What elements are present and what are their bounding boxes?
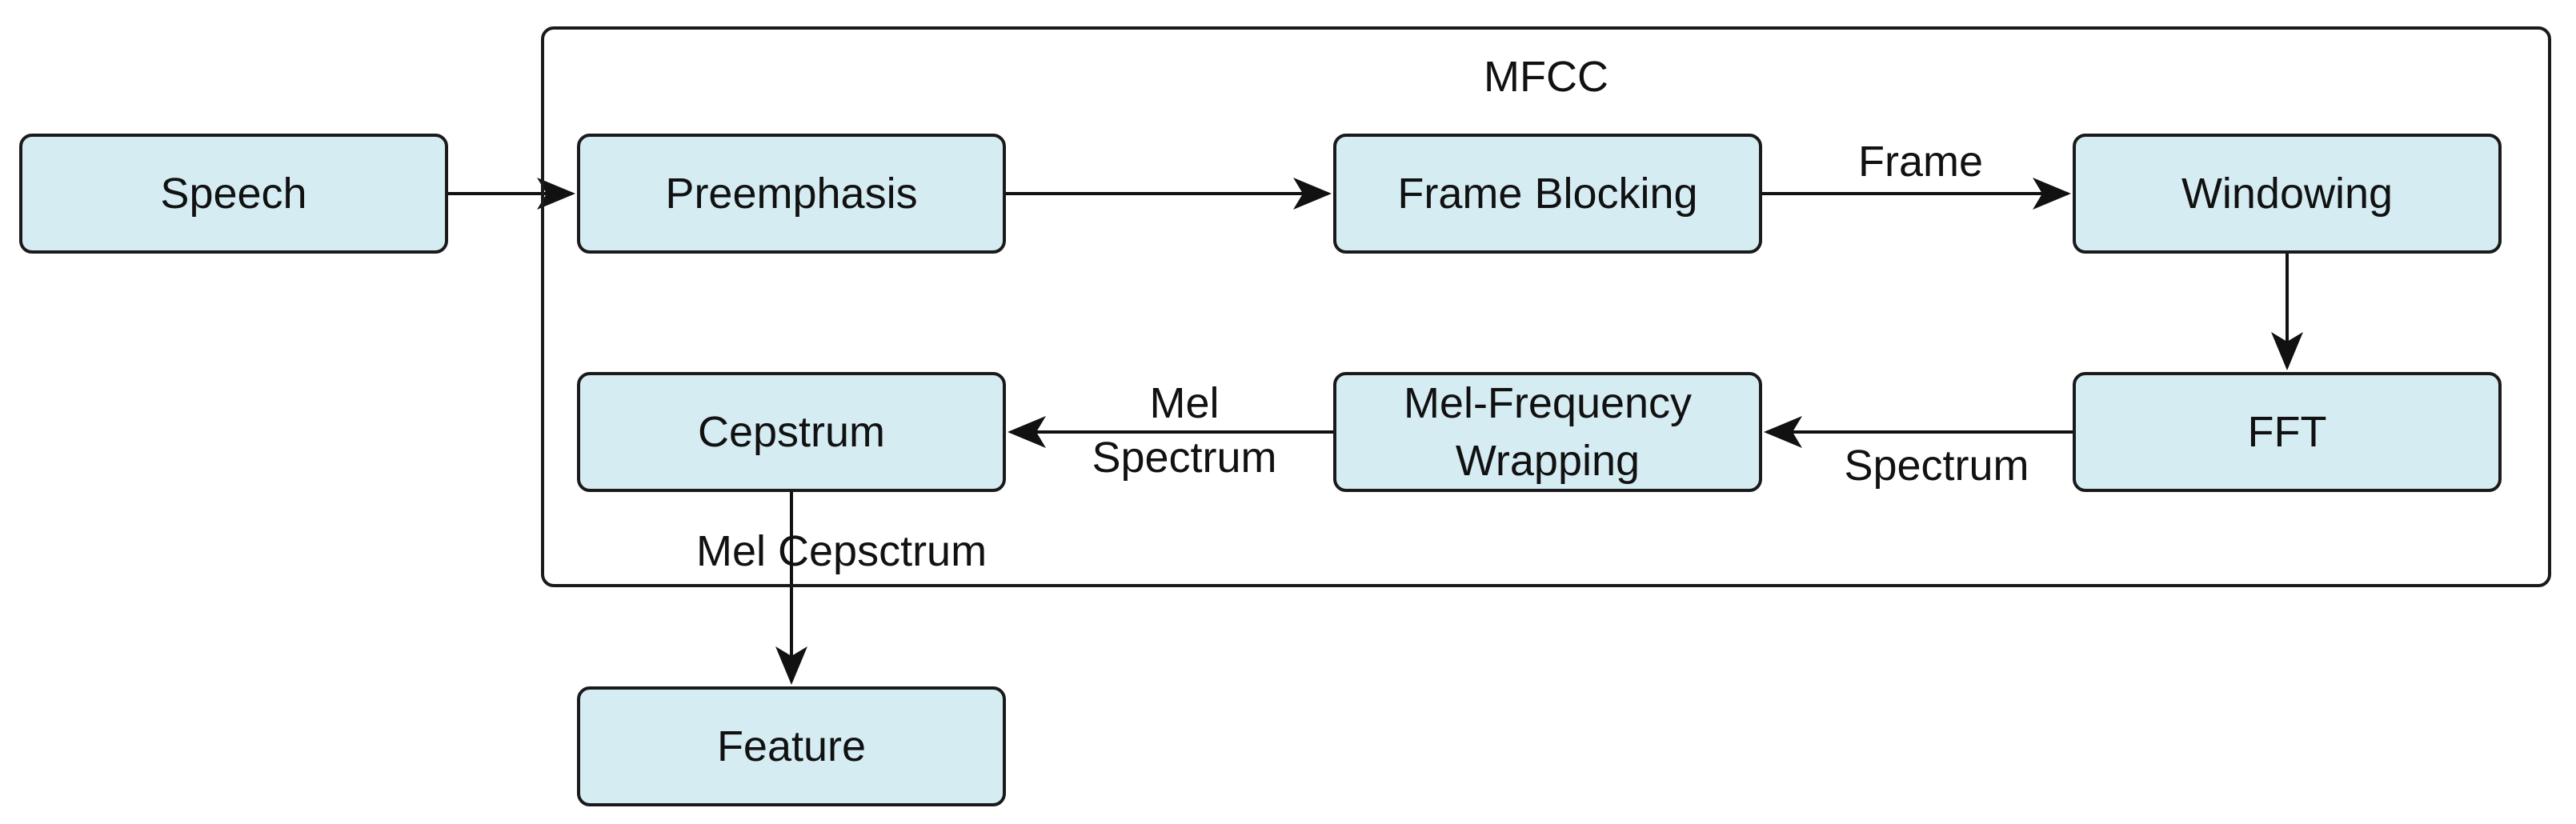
node-preemphasis: Preemphasis xyxy=(577,134,1006,254)
node-fft: FFT xyxy=(2073,372,2502,492)
edge-label-mel-cepstrum: Mel Cepsctrum xyxy=(696,527,988,575)
node-feature: Feature xyxy=(577,686,1006,806)
edge-label-mel-spectrum: Mel Spectrum xyxy=(1092,379,1277,482)
node-speech: Speech xyxy=(19,134,448,254)
node-frame-blocking: Frame Blocking xyxy=(1333,134,1762,254)
mfcc-group-title: MFCC xyxy=(1484,53,1608,101)
node-cepstrum: Cepstrum xyxy=(577,372,1006,492)
mfcc-group-container xyxy=(541,26,2551,587)
node-windowing: Windowing xyxy=(2073,134,2502,254)
edge-label-spectrum: Spectrum xyxy=(1844,442,2029,490)
edge-label-frame: Frame xyxy=(1857,138,1983,186)
node-mel-frequency-wrapping: Mel-Frequency Wrapping xyxy=(1333,372,1762,492)
